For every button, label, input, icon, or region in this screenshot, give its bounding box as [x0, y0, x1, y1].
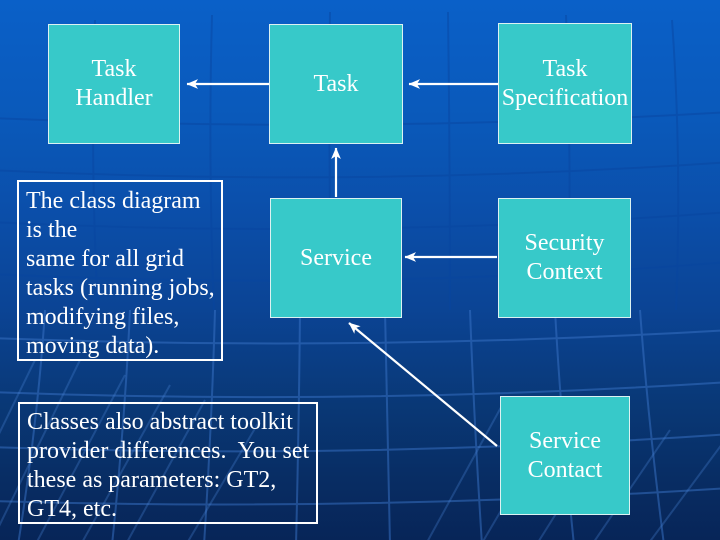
node-service: Service	[270, 198, 402, 318]
node-security-context: Security Context	[498, 198, 631, 318]
node-task-handler-label-line2: Handler	[75, 85, 153, 111]
node-task-handler-label-line1: Task	[91, 56, 137, 82]
note-toolkit-abstraction-line1: Classes also abstract toolkit	[27, 409, 293, 435]
node-task-specification-label-line1: Task	[542, 55, 588, 82]
note-class-diagram-line4: tasks (running jobs,	[26, 275, 215, 301]
node-service-contact-label-line2: Contact	[527, 456, 603, 483]
node-task-label: Task	[313, 70, 359, 97]
note-class-diagram-line6: moving data).	[26, 333, 160, 359]
note-toolkit-abstraction-line2: provider differences. You set	[27, 438, 310, 464]
note-toolkit-abstraction: Classes also abstract toolkit provider d…	[18, 402, 318, 524]
note-class-diagram-line5: modifying files,	[26, 304, 180, 330]
note-class-diagram: The class diagram is the same for all gr…	[17, 180, 223, 361]
note-class-diagram-line2: is the	[26, 217, 78, 243]
node-service-contact-label-line1: Service	[529, 427, 601, 454]
node-task: Task	[269, 24, 403, 144]
arrow-service-contact-to-service	[348, 322, 498, 447]
node-service-label: Service	[300, 244, 372, 271]
node-security-context-label-line2: Context	[526, 259, 603, 285]
node-task-handler: Task Handler	[48, 24, 180, 144]
node-service-contact: Service Contact	[500, 396, 630, 515]
node-task-specification-label-line2: Specification	[501, 84, 629, 111]
node-security-context-label-line1: Security	[524, 230, 605, 256]
note-class-diagram-line3: same for all grid	[26, 246, 184, 272]
note-toolkit-abstraction-line3: these as parameters: GT2,	[27, 467, 277, 493]
note-class-diagram-line1: The class diagram	[26, 188, 201, 214]
node-task-specification: Task Specification	[498, 23, 632, 144]
note-toolkit-abstraction-line4: GT4, etc.	[27, 496, 117, 522]
